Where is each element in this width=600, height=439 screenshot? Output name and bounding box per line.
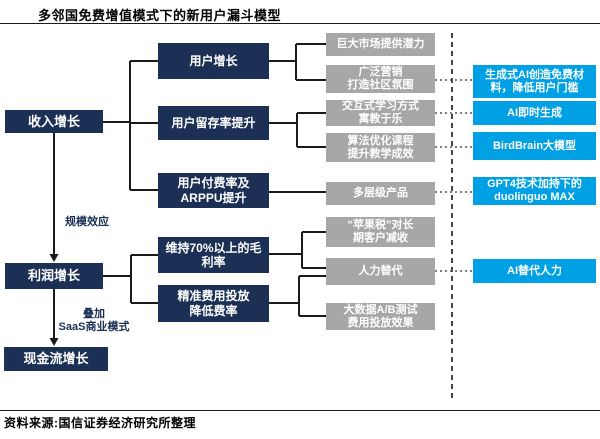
- node-gross-margin: 维持70%以上的毛 利率: [158, 237, 269, 273]
- source-note: 资料来源:国信证券经济研究所整理: [4, 416, 196, 430]
- node-genai-free-materials: 生成式AI创造免费材 料，降低用户门槛: [473, 65, 596, 98]
- node-ai-instant-generation: AI即时生成: [473, 101, 596, 125]
- node-ai-replaces-labor: AI替代人力: [473, 259, 596, 283]
- node-precise-spend: 精准费用投放 降低费率: [158, 285, 269, 322]
- node-algorithm-courses: 算法优化课程 提升教学成效: [326, 133, 435, 162]
- node-revenue-growth: 收入增长: [5, 110, 103, 133]
- page-title: 多邻国免费增值模式下的新用户漏斗模型: [38, 8, 282, 23]
- node-cashflow-growth: 现金流增长: [4, 347, 108, 371]
- footer-divider: [0, 410, 600, 411]
- node-multi-tier-products: 多层级产品: [326, 182, 435, 205]
- node-retention: 用户留存率提升: [158, 106, 269, 140]
- node-payment-arppu: 用户付费率及 ARPPU提升: [158, 173, 269, 208]
- node-marketing-community: 广泛营销 打造社区氛围: [326, 65, 435, 93]
- node-bigdata-abtest: 大数据A/B测试 费用投放效果: [326, 303, 435, 330]
- node-labor-substitution: 人力替代: [326, 258, 435, 285]
- edge-label-scale-effect: 规模效应: [65, 216, 109, 228]
- title-divider: [0, 23, 600, 24]
- node-huge-market: 巨大市场提供潜力: [326, 33, 435, 56]
- node-gpt4-duolingo-max: GPT4技术加持下的 duolinguo MAX: [473, 177, 596, 205]
- node-birdbrain-model: BirdBrain大模型: [473, 132, 596, 160]
- node-interactive-learning: 交互式学习方式 寓教于乐: [326, 100, 435, 126]
- edge-label-saas-model: 叠加 SaaS商业模式: [58, 308, 130, 333]
- node-user-growth: 用户增长: [158, 43, 269, 79]
- node-profit-growth: 利润增长: [5, 263, 103, 289]
- node-apple-tax: “苹果税”对长 期客户减收: [326, 217, 435, 247]
